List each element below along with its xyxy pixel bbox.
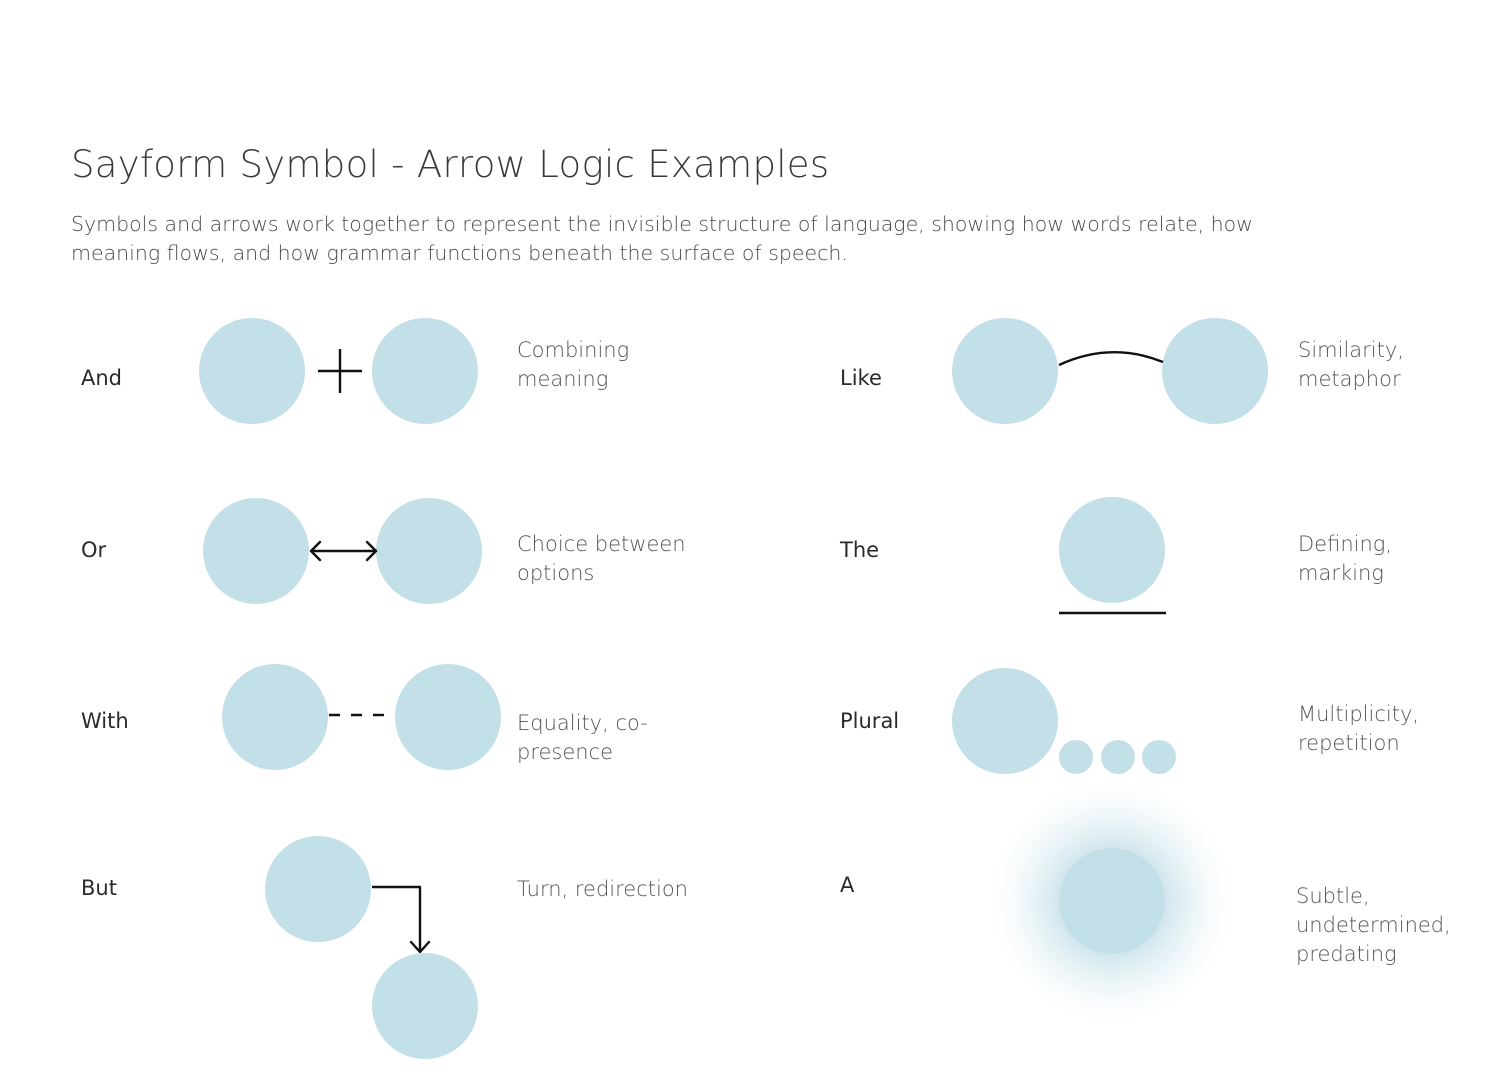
circle-right <box>376 498 482 604</box>
description-but: Turn, redirection <box>517 877 688 901</box>
circle-right <box>372 318 478 424</box>
description-with: Equality, co-presence <box>517 711 648 764</box>
circle-right <box>395 664 501 770</box>
plus-icon <box>318 349 362 393</box>
description-a: Subtle, undetermined, predating <box>1296 884 1451 966</box>
term-and: And <box>81 366 123 390</box>
page-subtitle: Symbols and arrows work together to repr… <box>71 212 1253 265</box>
page-title: Sayform Symbol - Arrow Logic Examples <box>71 143 830 186</box>
symbol-and <box>199 318 478 424</box>
symbol-like <box>952 318 1268 424</box>
term-like: Like <box>840 366 882 390</box>
double-arrow-icon <box>309 540 378 562</box>
term-a: A <box>840 873 855 897</box>
description-plural: Multiplicity, repetition <box>1298 702 1420 755</box>
symbol-or <box>203 498 482 604</box>
description-the: Defining, marking <box>1298 532 1393 585</box>
circle-left <box>199 318 305 424</box>
term-but: But <box>81 876 117 900</box>
elbow-arrow-icon <box>372 885 431 954</box>
circle <box>1059 497 1165 603</box>
circle-left <box>952 318 1058 424</box>
description-like: Similarity, metaphor <box>1298 338 1404 391</box>
term-plural: Plural <box>840 709 900 733</box>
term-or: Or <box>81 538 107 562</box>
circle-top <box>265 836 371 942</box>
description-or: Choice between options <box>517 532 686 585</box>
symbol-the <box>1059 497 1166 615</box>
term-with: With <box>81 709 129 733</box>
description-and: Combining meaning <box>517 338 630 391</box>
symbol-a <box>984 773 1240 1029</box>
symbol-plural <box>952 668 1176 774</box>
symbol-but <box>265 836 478 1059</box>
term-the: The <box>840 538 880 562</box>
circle <box>952 668 1058 774</box>
dot-3 <box>1142 740 1176 774</box>
circle-right <box>1162 318 1268 424</box>
symbol-with <box>222 664 501 770</box>
circle <box>1059 848 1165 954</box>
arc-icon <box>1058 351 1164 367</box>
dot-1 <box>1059 740 1093 774</box>
dot-2 <box>1101 740 1135 774</box>
circle-left <box>222 664 328 770</box>
circle-bottom <box>372 953 478 1059</box>
circle-left <box>203 498 309 604</box>
